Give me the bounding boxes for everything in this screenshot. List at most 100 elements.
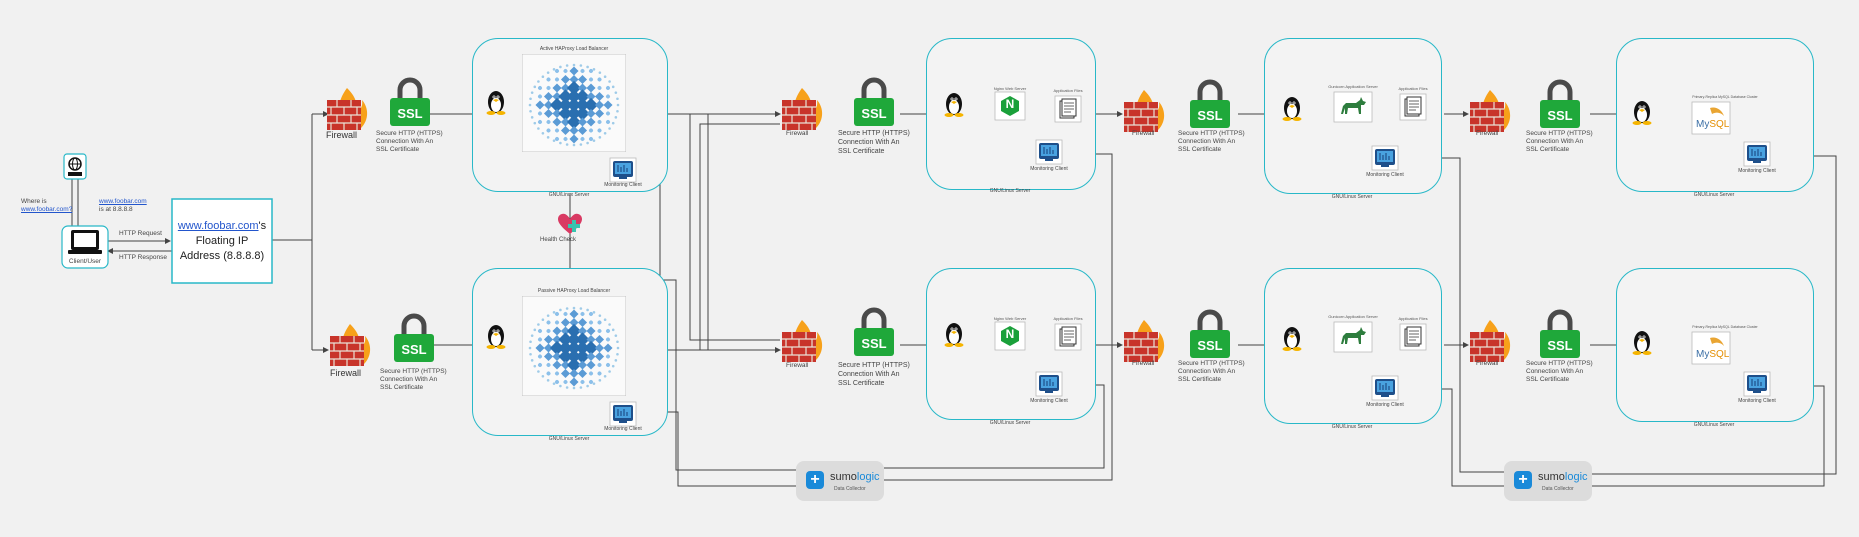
lb-dot: [566, 349, 582, 364]
lb-dot: [566, 97, 582, 113]
lb-ring-dot: [565, 143, 569, 146]
ssl-lock-icon: SSL: [1540, 82, 1580, 128]
floating-ip-suffix: 's: [258, 220, 267, 232]
gunicorn-icon: [1333, 321, 1373, 353]
nginx-caption: Nginx Web Server: [993, 86, 1027, 91]
lb-ring-dot: [592, 68, 596, 71]
lb-ring-dot: [546, 379, 550, 382]
lb-ring-dot: [572, 306, 576, 310]
https-label: Secure HTTP (HTTPS) Connection With An S…: [1178, 130, 1245, 154]
monitoring-icon: [1743, 371, 1771, 397]
lb-ring-dot: [603, 318, 607, 322]
lb-dot: [597, 120, 602, 124]
lb-dot: [566, 80, 582, 96]
lb-ring-dot: [616, 103, 620, 107]
mysql-text: MySQL: [1696, 119, 1729, 132]
ssl-text: SSL: [861, 106, 886, 121]
sumo-brand: sumologic: [830, 471, 880, 485]
linux-tux-icon: [1282, 97, 1302, 121]
dns-answer-link[interactable]: www.foobar.com: [99, 198, 147, 205]
lb-dot: [555, 320, 559, 325]
sumo-brand-b: logic: [1564, 471, 1588, 483]
lb-ring-dot: [572, 386, 576, 390]
lb-dot: [589, 312, 593, 316]
lb-dot: [583, 340, 599, 356]
mysql-sql: SQL: [1709, 119, 1730, 130]
lb-dot: [597, 128, 602, 133]
firewall-label: Firewall: [1476, 130, 1499, 137]
lb-dot: [566, 114, 582, 130]
lb-dot: [558, 97, 573, 113]
monitoring-label: Monitoring Client: [1030, 166, 1068, 172]
sumo-brand-b: logic: [856, 471, 880, 483]
lb-dot: [555, 137, 559, 141]
lb-dot: [597, 363, 602, 367]
lb-dot: [558, 349, 573, 364]
lb-dot: [583, 97, 599, 113]
ssl-text: SSL: [397, 106, 422, 121]
lb-dot: [589, 320, 593, 325]
lb-ring-dot: [528, 346, 532, 350]
firewall-label: Firewall: [1476, 360, 1499, 367]
lb-dot: [606, 120, 610, 124]
nginx-caption: Nginx Web Server: [993, 316, 1027, 321]
lb-ring-dot: [541, 131, 545, 135]
sumo-collector-right: + sumologic Data Collector: [1504, 461, 1592, 501]
lb-ring-dot: [598, 136, 602, 139]
sumo-sub: Data Collector: [1542, 486, 1574, 492]
lb-ring-dot: [608, 323, 611, 326]
lb-dot: [563, 137, 568, 141]
lb-ring-dot: [603, 131, 607, 135]
app-files-caption: Application Files: [1053, 88, 1083, 93]
file-icon: [1054, 95, 1082, 123]
lb-dot: [597, 371, 602, 376]
lb-dot: [558, 106, 573, 121]
ssl-text: SSL: [1197, 108, 1222, 123]
lb-ring-dot: [586, 308, 589, 312]
linux-tux-icon: [1632, 331, 1652, 355]
https-label: Secure HTTP (HTTPS) Connection With An S…: [1526, 130, 1593, 154]
heart-icon: [558, 213, 582, 234]
lb-ring-dot: [533, 85, 537, 89]
lb-dot: [555, 312, 559, 316]
lb-ring-dot: [537, 80, 540, 83]
lb-dot: [546, 86, 551, 90]
mysql-my: My: [1696, 119, 1710, 130]
app-files-caption: Application Files: [1398, 86, 1428, 91]
ssl-lock-icon: SSL: [394, 316, 434, 362]
lb-ring-dot: [559, 141, 562, 145]
lb-ring-dot: [611, 328, 615, 332]
lb-ring-dot: [530, 334, 534, 337]
firewall-label: Firewall: [326, 130, 358, 140]
mysql-text: MySQL: [1696, 349, 1729, 362]
lb-dot: [575, 332, 590, 347]
dns-question-link[interactable]: www.foobar.com?: [21, 206, 73, 214]
lb-ring-dot: [608, 370, 611, 373]
lb-ring-dot: [616, 109, 619, 113]
floating-ip-box: [171, 198, 273, 284]
lb-ring-dot: [611, 364, 615, 368]
monitoring-label: Monitoring Client: [1366, 172, 1404, 178]
lb-dot: [589, 77, 593, 82]
laptop-icon: [68, 230, 102, 254]
lb-dot: [606, 86, 610, 90]
lb-ring-dot: [529, 97, 532, 101]
ssl-text: SSL: [861, 336, 886, 351]
lb-ring-dot: [614, 116, 618, 119]
lb-dot: [566, 332, 582, 347]
lb-ring-dot: [530, 116, 534, 119]
server-label: GNU/Linux Server: [548, 192, 590, 198]
floating-ip-link[interactable]: www.foobar.com: [177, 220, 259, 232]
lb-ring-dot: [579, 143, 583, 146]
lb-ring-dot: [546, 71, 550, 74]
file-icon: [1054, 323, 1082, 351]
lb-ring-dot: [541, 374, 545, 378]
lb-ring-dot: [530, 91, 534, 94]
lb-dot: [589, 69, 593, 73]
ssl-lock-icon: SSL: [1190, 312, 1230, 358]
lb-ring-dot: [572, 143, 576, 147]
dns-globe-icon: [63, 153, 87, 180]
lb-dot: [606, 337, 610, 342]
server-label: GNU/Linux Server: [1331, 194, 1373, 200]
https-label: Secure HTTP (HTTPS) Connection With An S…: [1178, 360, 1245, 384]
